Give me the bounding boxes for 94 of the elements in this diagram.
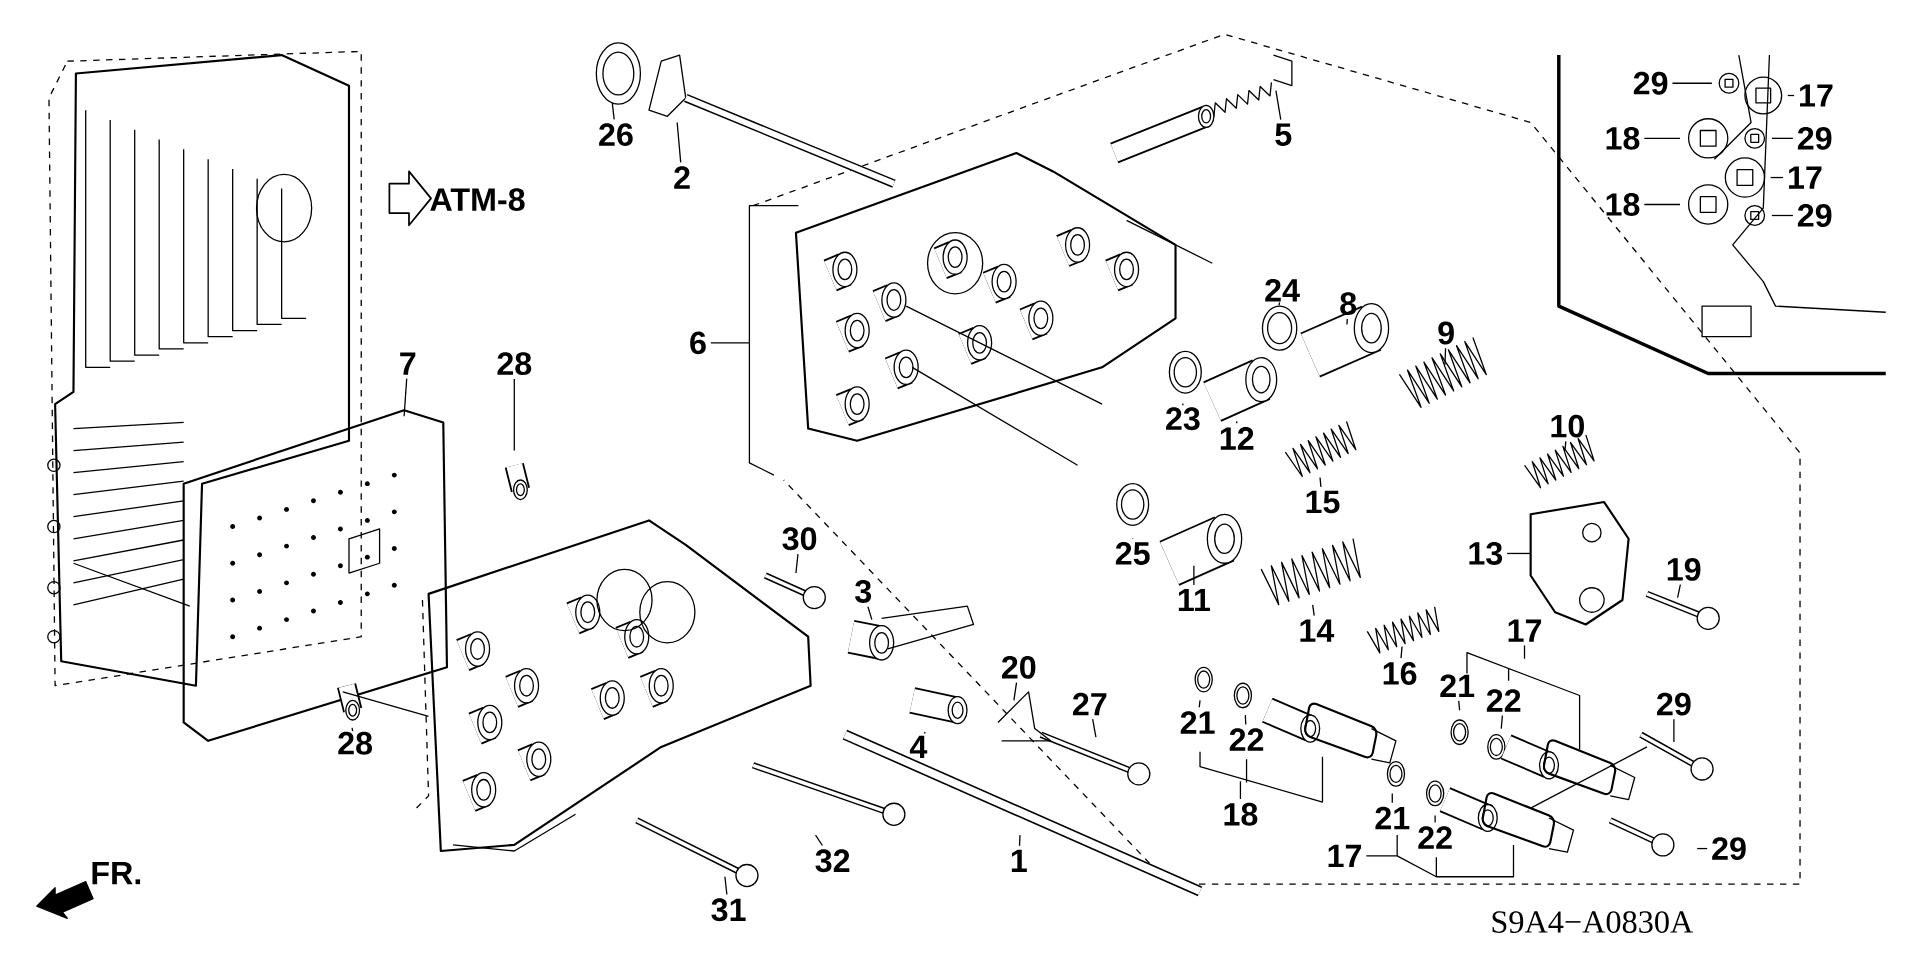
callout-number: 22 (1486, 689, 1521, 712)
callout-number: 27 (1073, 692, 1107, 716)
callout-number: 13 (1469, 542, 1503, 565)
callout-number: 29 (1797, 204, 1832, 227)
callout-number: 18 (1224, 802, 1258, 826)
callout-number: 24 (1265, 278, 1300, 302)
callout-number: 29 (1633, 71, 1668, 95)
label-text: ATM-8 (430, 188, 525, 211)
callout-number: 18 (1606, 126, 1640, 150)
callout-number: 17 (1508, 619, 1542, 642)
leader-line (1676, 584, 1681, 599)
callout-number: 16 (1383, 662, 1417, 685)
leader-line (1696, 847, 1708, 850)
leader-line (1013, 682, 1018, 702)
callout-number: 3 (855, 579, 872, 603)
leader-line (710, 205, 800, 476)
callout-number: 29 (1797, 126, 1832, 150)
leader-line (676, 121, 682, 164)
leader-line (1643, 137, 1681, 139)
callout-number: 29 (1657, 692, 1691, 716)
leader-line (923, 731, 926, 735)
leader-line (1319, 476, 1322, 488)
leader-line (1312, 604, 1315, 617)
callout-number: 21 (1180, 711, 1215, 734)
reference-code: S9A4−A0830A (1492, 911, 1694, 933)
leader-line (1787, 94, 1795, 97)
leader-line (1244, 714, 1247, 726)
leader-line (1506, 552, 1532, 555)
leader-line (1278, 301, 1281, 306)
callout-number: 22 (1229, 728, 1264, 751)
leader-line (1199, 751, 1324, 803)
callout-number: 22 (1418, 826, 1452, 849)
leader-line (1275, 89, 1282, 121)
leader-line (1671, 82, 1713, 84)
callout-number: 31 (711, 898, 746, 922)
callout-number: 6 (690, 331, 706, 355)
leader-line (611, 102, 615, 121)
callout-number: 28 (338, 731, 373, 755)
leader-line (1193, 565, 1195, 586)
callout-number: 20 (1001, 655, 1036, 679)
leader-line (351, 727, 354, 732)
leader-line (1182, 402, 1184, 406)
callout-number: 10 (1551, 414, 1584, 438)
leader-line (867, 606, 873, 621)
leader-line (1444, 347, 1447, 366)
callout-number: 17 (1328, 844, 1362, 867)
callout-number: 29 (1712, 837, 1746, 860)
callout-number: 25 (1115, 542, 1150, 565)
callout-number: 11 (1178, 588, 1211, 612)
leader-line (1198, 699, 1201, 708)
leader-line (1346, 318, 1348, 326)
leader-line (1770, 176, 1784, 179)
callout-number: 28 (497, 352, 532, 376)
callout-number: 7 (400, 352, 416, 375)
callout-number: 15 (1306, 490, 1340, 514)
callout-number: 18 (1606, 193, 1640, 216)
leader-line (1091, 718, 1097, 738)
callout-number: 14 (1300, 619, 1335, 642)
leader-line (814, 834, 824, 847)
callout-number: 8 (1340, 292, 1357, 316)
callout-number: 17 (1800, 84, 1833, 107)
callout-number: 4 (909, 735, 928, 759)
callout-number: 26 (599, 123, 633, 147)
callout-number: 32 (815, 849, 850, 873)
callout-number: 2 (674, 166, 690, 189)
leader-line (513, 378, 515, 452)
leader-line (403, 378, 408, 417)
leader-line (1400, 645, 1403, 659)
callout-number: 9 (1438, 321, 1454, 345)
callout-number: 23 (1166, 407, 1200, 431)
callout-number: 19 (1667, 557, 1701, 581)
callout-number: 12 (1220, 427, 1254, 450)
leader-line (1434, 814, 1436, 824)
leader-line (795, 553, 799, 574)
leader-line (1500, 714, 1504, 730)
leader-line (1391, 792, 1393, 804)
leader-line (1466, 644, 1581, 751)
leader-line (1018, 834, 1021, 847)
callout-number: 17 (1789, 166, 1822, 189)
leader-line (1458, 700, 1461, 711)
leader-line (1673, 718, 1675, 743)
callout-number: 21 (1440, 674, 1475, 697)
callout-number: 30 (782, 527, 817, 551)
leader-line (724, 876, 728, 896)
callout-number: 21 (1375, 806, 1410, 830)
callout-number: 5 (1275, 123, 1292, 146)
leader-line (1236, 420, 1238, 424)
leader-line (1771, 214, 1794, 217)
callout-number: 1 (1011, 849, 1027, 872)
leader-line (1564, 440, 1567, 452)
label-text: FR. (92, 861, 141, 885)
leader-line (1771, 137, 1794, 139)
leader-line (1365, 834, 1515, 878)
leader-line (1643, 203, 1681, 206)
